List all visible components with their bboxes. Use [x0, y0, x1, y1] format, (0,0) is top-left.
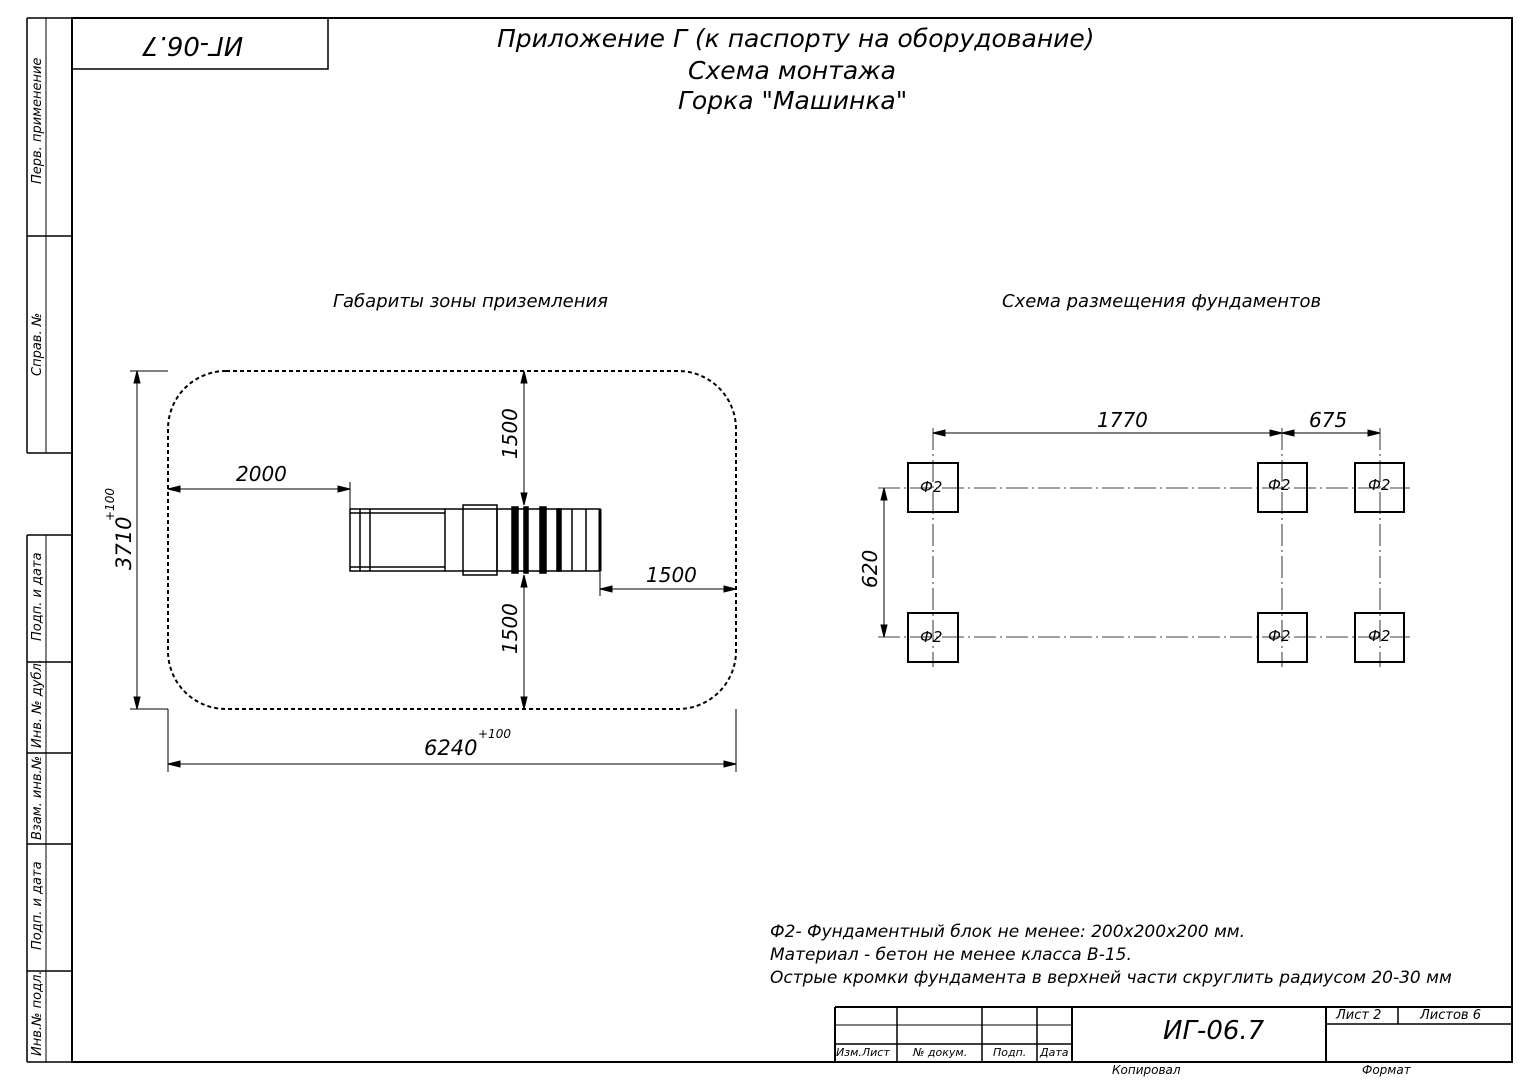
foundation-block [1257, 612, 1308, 663]
format-label: Формат [1362, 1063, 1411, 1077]
block-label: Ф2 [920, 628, 943, 646]
side-label-vzam-inv: Взам. инв.№ [30, 755, 45, 840]
block-label: Ф2 [1368, 627, 1391, 645]
sheet-frame [71, 17, 1513, 1063]
header-line-3: Горка "Машинка" [678, 86, 908, 115]
slide-plan [349, 504, 602, 576]
foundation-blocks [907, 462, 1405, 663]
dim-top-1500: 1500 [498, 408, 522, 459]
block-label: Ф2 [1368, 476, 1391, 494]
title-block-doc-code: ИГ-06.7 [1163, 1016, 1265, 1046]
dim-620: 620 [858, 549, 882, 588]
foundation-block [907, 462, 959, 513]
dim-1770: 1770 [1097, 408, 1148, 432]
block-label: Ф2 [1268, 627, 1291, 645]
col-izm-list: Изм.Лист [836, 1046, 890, 1059]
block-label: Ф2 [1268, 476, 1291, 494]
note-line-3: Острые кромки фундамента в верхней части… [770, 968, 1452, 988]
col-doc-no: № докум. [913, 1046, 968, 1059]
sheets-total: Листов 6 [1420, 1008, 1481, 1023]
header-line-1: Приложение Г (к паспорту на оборудование… [497, 24, 1095, 53]
landing-zone-title: Габариты зоны приземления [333, 291, 609, 312]
col-podp: Подп. [993, 1046, 1027, 1059]
col-data: Дата [1040, 1046, 1069, 1059]
title-block-grid [834, 1006, 1512, 1062]
header-line-2: Схема монтажа [688, 56, 896, 85]
top-stamp-code: ИГ-06.7 [142, 30, 244, 60]
foundation-centerlines [878, 428, 1410, 667]
dim-height-3710: 3710 [112, 516, 136, 570]
dim-left-2000: 2000 [236, 462, 287, 486]
dim-right-1500: 1500 [646, 563, 697, 587]
side-strip [26, 17, 72, 1063]
side-label-sprav: Справ. № [30, 312, 45, 376]
top-stamp-box [71, 17, 329, 70]
kopiroval-label: Копировал [1112, 1063, 1181, 1077]
landing-zone-outline [167, 370, 737, 710]
foundations-title: Схема размещения фундаментов [1002, 291, 1322, 312]
foundation-block [1257, 462, 1308, 513]
side-label-inv-podl: Инв.№ подл. [30, 970, 45, 1056]
dim-width-6240: 6240 [424, 736, 478, 760]
dim-width-tolerance: +100 [478, 727, 511, 741]
sheet-number: Лист 2 [1336, 1008, 1382, 1023]
landing-dims [130, 370, 737, 772]
foundation-block [1354, 612, 1405, 663]
side-label-inv-dubl: Инв. № дубл. [30, 659, 45, 748]
note-line-1: Ф2- Фундаментный блок не менее: 200х200х… [770, 922, 1246, 942]
foundation-block [907, 612, 959, 663]
side-label-podp-data-2: Подп. и дата [30, 861, 45, 950]
block-label: Ф2 [920, 478, 943, 496]
side-label-podp-data-1: Подп. и дата [30, 552, 45, 641]
foundation-dims [880, 429, 1381, 638]
side-label-perv: Перв. применение [30, 57, 45, 184]
foundation-block [1354, 462, 1405, 513]
note-line-2: Материал - бетон не менее класса В-15. [770, 945, 1132, 965]
dim-height-tolerance: +100 [103, 488, 117, 521]
dim-bottom-1500: 1500 [498, 603, 522, 654]
dim-675: 675 [1309, 408, 1348, 432]
